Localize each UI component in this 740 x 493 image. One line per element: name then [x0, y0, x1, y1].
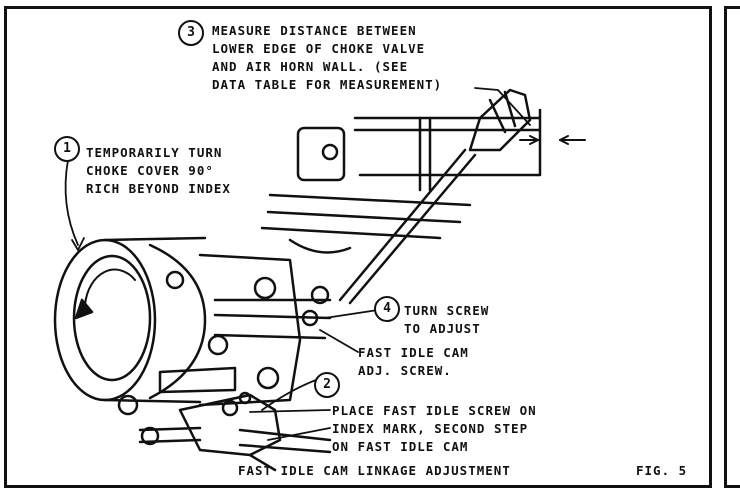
choke-lever-plate [296, 126, 346, 182]
callout-2-text: PLACE FAST IDLE SCREW ON INDEX MARK, SEC… [332, 403, 537, 454]
leader-4 [324, 309, 379, 319]
callout-3-text: MEASURE DISTANCE BETWEEN LOWER EDGE OF C… [212, 23, 443, 92]
gasket-plates [260, 193, 472, 240]
air-horn-body [353, 108, 542, 177]
carburetor-body [198, 253, 302, 407]
callout-number-4: 4 [374, 296, 400, 322]
leader-1 [64, 159, 79, 246]
figure-label: FIG. 5 [636, 463, 688, 478]
choke-cover [53, 238, 157, 402]
fast-idle-cam-adj-screw-text: FAST IDLE CAM ADJ. SCREW. [358, 345, 469, 378]
callout-number-2: 2 [314, 372, 340, 398]
figure-caption: FAST IDLE CAM LINKAGE ADJUSTMENT [238, 463, 511, 478]
callout-number-3: 3 [178, 20, 204, 46]
leader-3 [474, 87, 531, 126]
leader-adj [319, 329, 359, 353]
figure-frame [4, 6, 712, 488]
adjacent-figure-edge [724, 6, 740, 488]
callout-1-text: TEMPORARILY TURN CHOKE COVER 90° RICH BE… [86, 145, 231, 196]
gauge-tool [468, 88, 532, 152]
callout-number-1: 1 [54, 136, 80, 162]
leader-2 [261, 379, 317, 411]
callout-4-text: TURN SCREW TO ADJUST [404, 303, 490, 336]
